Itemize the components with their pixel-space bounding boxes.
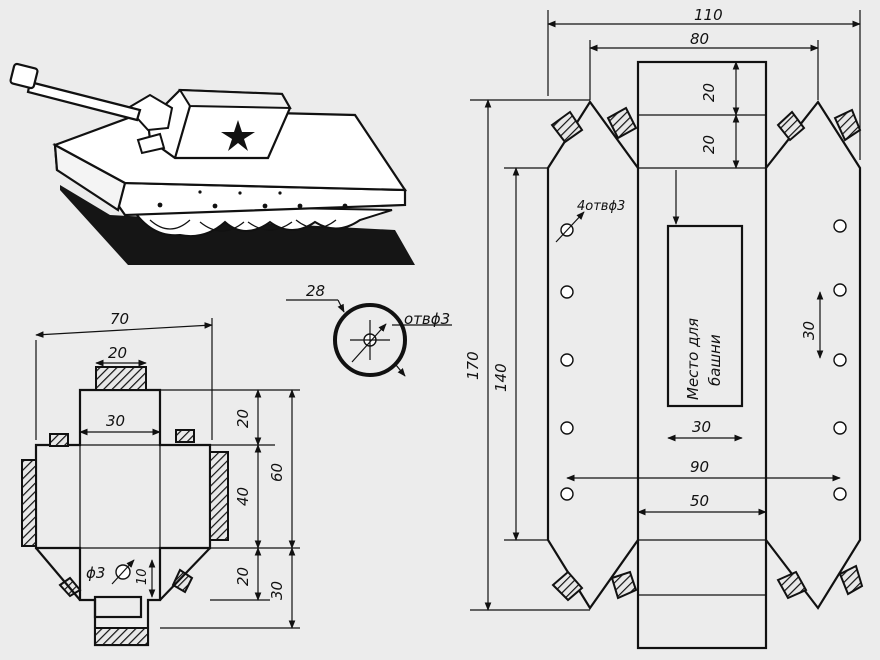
tank-illustration: [9, 62, 415, 265]
hull-dim-30-inner: 30: [692, 418, 711, 436]
turret-place-line1: Место для: [684, 318, 702, 400]
turret-dim-top-tab: 20: [108, 344, 127, 362]
turret-dim-60: 60: [268, 463, 286, 482]
hull-holes: [560, 219, 847, 501]
hull-dim-top-20a: 20: [700, 83, 718, 102]
turret-dim-30: 30: [268, 581, 286, 600]
turret-dim-inner: 30: [106, 412, 125, 430]
hull-dim-30-right: 30: [800, 321, 818, 340]
hull-dim-50: 50: [690, 492, 709, 510]
turret-dim-20-lower: 20: [234, 567, 252, 586]
hull-dim-80: 80: [690, 30, 709, 48]
hull-dim-90: 90: [690, 458, 709, 476]
hull-dim-170: 170: [464, 351, 482, 380]
hull-holes-note: 4отвϕ3: [577, 199, 625, 214]
turret-dim-width: 70: [110, 310, 129, 328]
hull-dim-110: 110: [694, 6, 723, 24]
gun-barrel: [26, 80, 142, 122]
hole-dim-28: 28: [306, 282, 325, 300]
turret-place-line2: башни: [706, 334, 724, 386]
hull-dim-top-20b: 20: [700, 135, 718, 154]
turret-dim-10: 10: [135, 568, 150, 585]
star-icon: [221, 120, 255, 151]
turret-dim-20-upper: 20: [234, 409, 252, 428]
hull-dim-140: 140: [492, 363, 510, 392]
hole-label: отвϕ3: [404, 310, 450, 328]
hull-net: 4отвϕ3 110 80 20 20 170 140 Место для ба…: [464, 6, 864, 650]
turret-dim-hole: ϕ3: [86, 564, 105, 582]
turret-net: 70 20 30 20 40 60 20 30 ϕ3 10: [21, 310, 300, 647]
turret-dim-40: 40: [234, 487, 252, 506]
muzzle-brake: [9, 62, 39, 90]
hole-detail: 28 отвϕ3: [286, 282, 452, 377]
